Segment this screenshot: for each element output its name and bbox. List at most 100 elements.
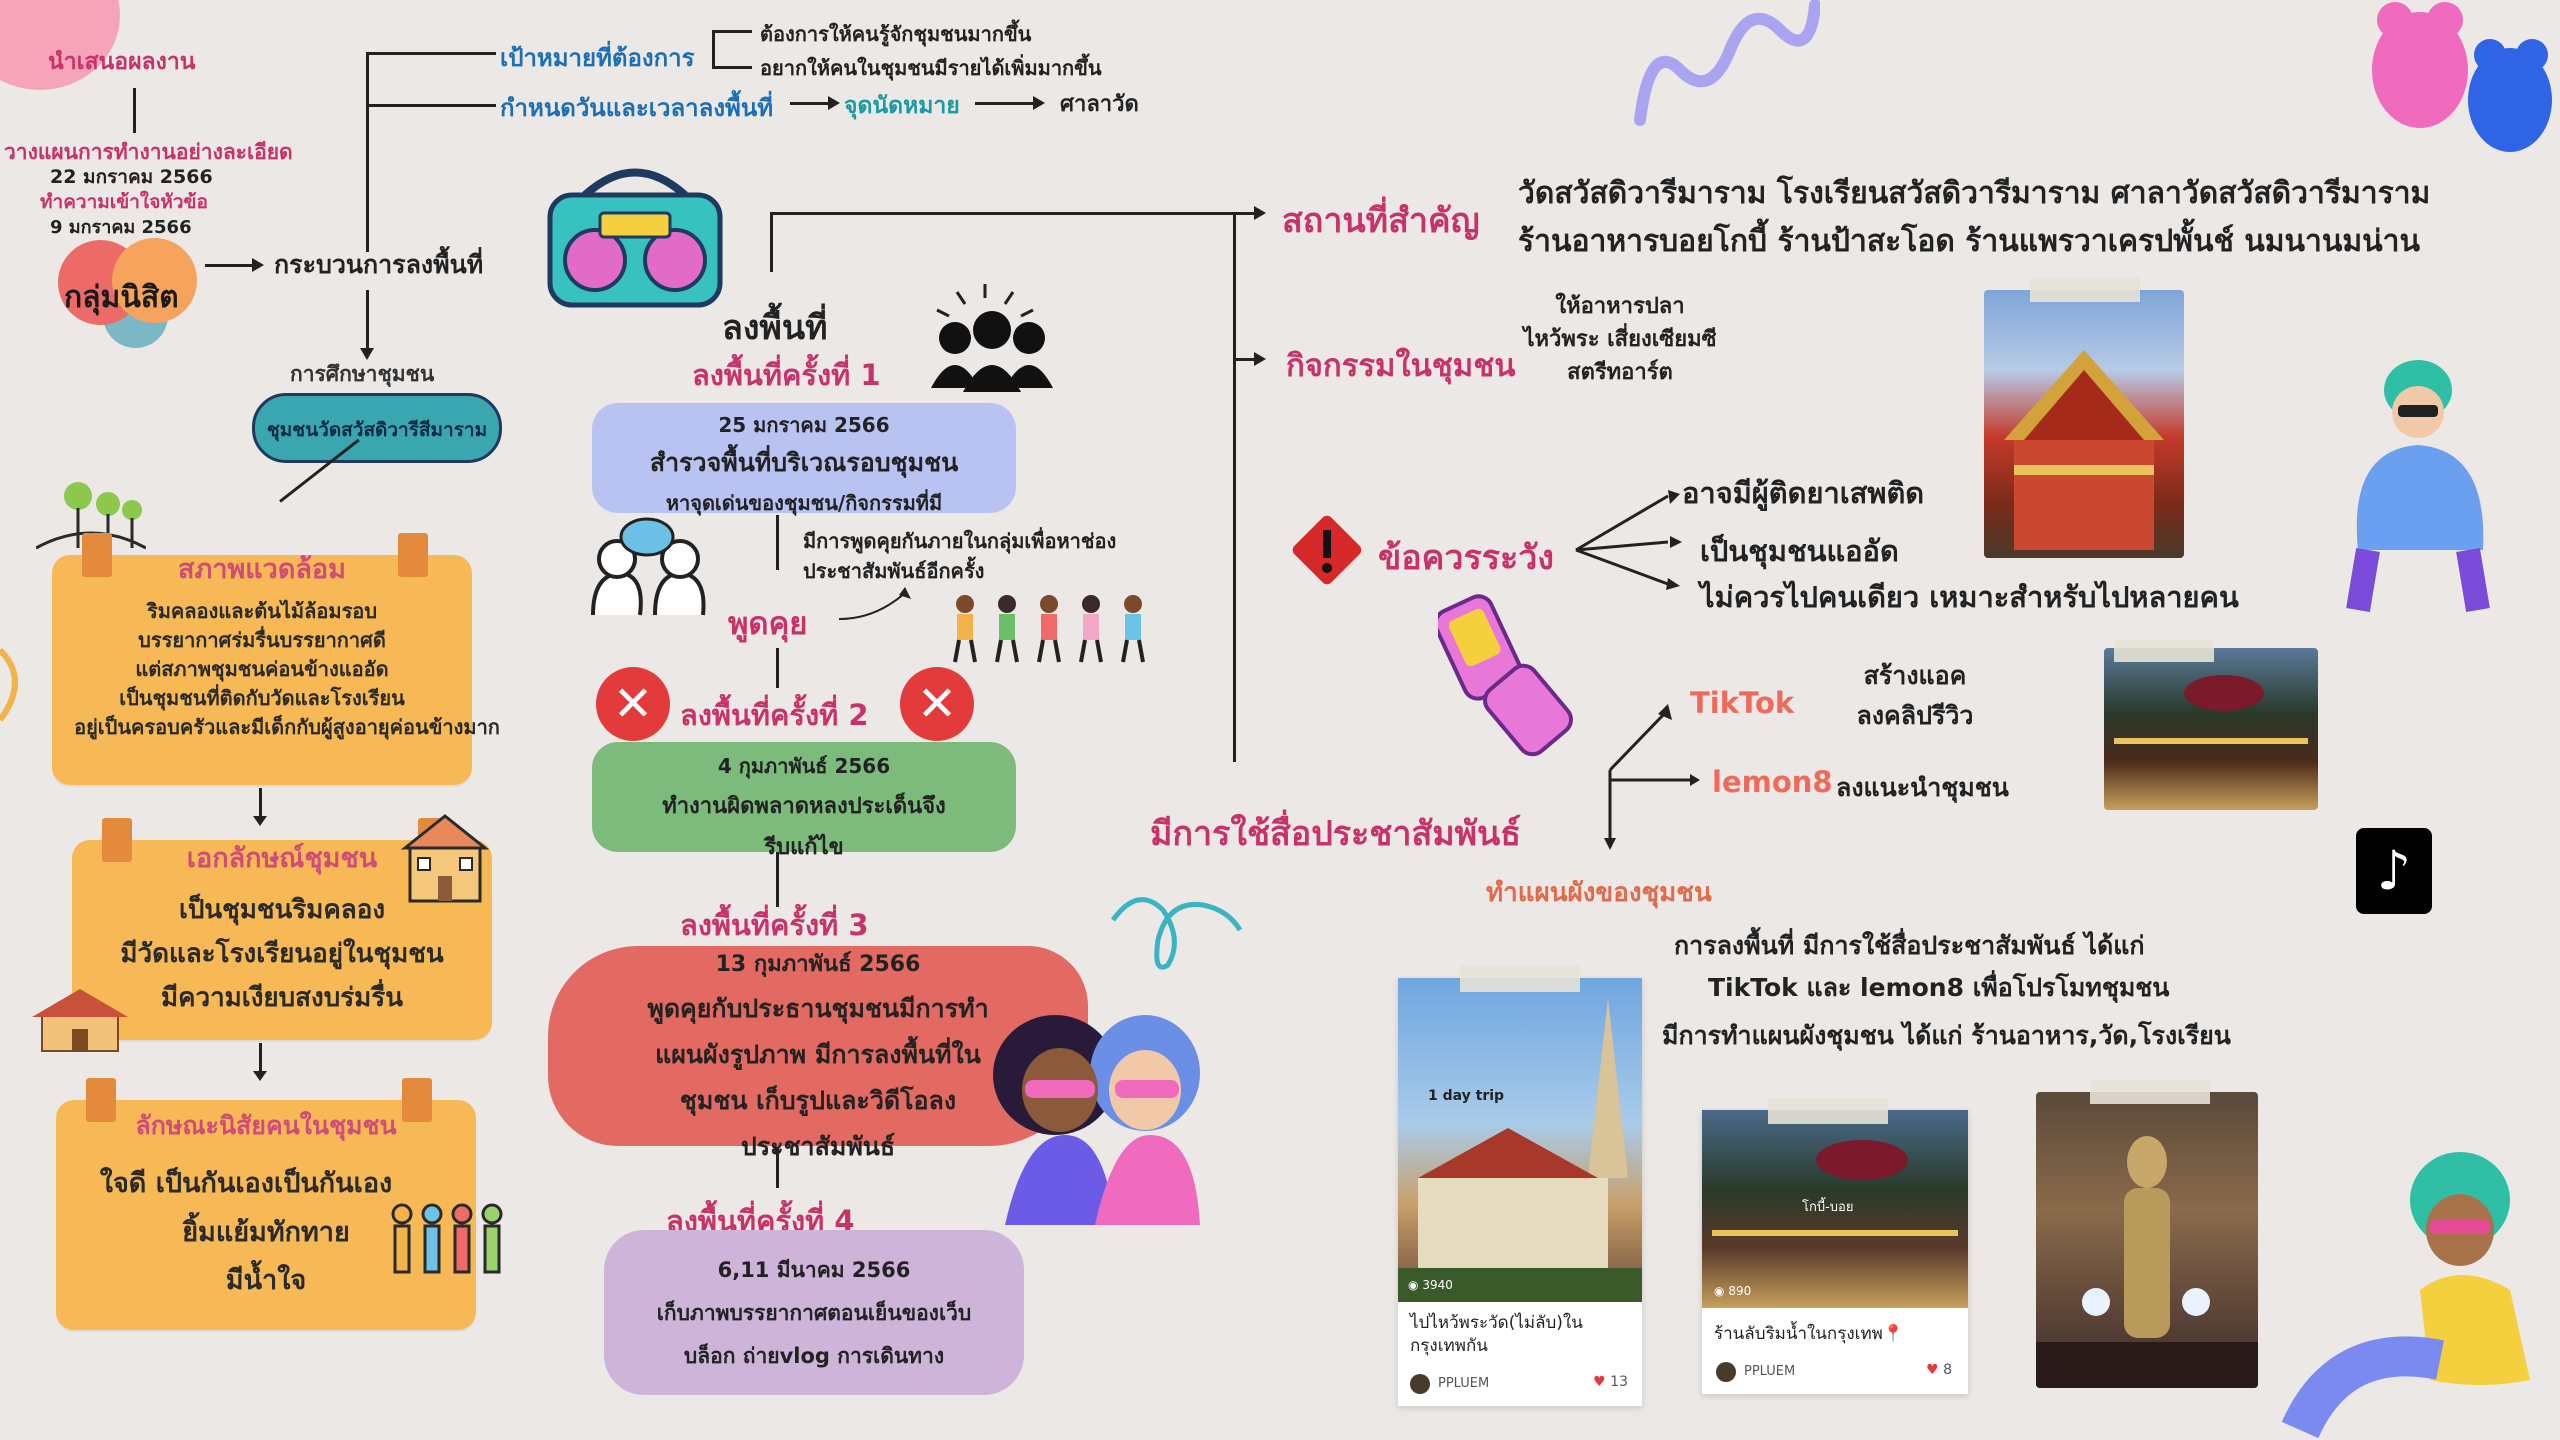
map-label: ทำแผนผังของชุมชน (1486, 878, 1712, 908)
pr-branch-arrows (1604, 704, 1700, 850)
places-line: วัดสวัสดิวารีมาราม โรงเรียนสวัสดิวารีมาร… (1518, 176, 2431, 211)
temple-photo (1984, 290, 2184, 558)
tree-vertical-line (366, 52, 369, 252)
visit1-box: 25 มกราคม 2566 สำรวจพื้นที่บริเวณรอบชุมช… (592, 403, 1016, 515)
lemon-desc: ลงแนะนำชุมชน (1836, 773, 2009, 802)
card-photo: โกบี้-บอย ◉ 890 (1702, 1110, 1968, 1308)
heart-icon: ♥ (1926, 1362, 1939, 1378)
visit3-box: 13 กุมภาพันธ์ 2566 พูดคุยกับประธานชุมชนม… (548, 946, 1088, 1161)
tiktok-desc: สร้างแอค ลงคลิปรีวิว (1850, 656, 1980, 736)
tree-branch-goal (366, 52, 496, 55)
warning-icon (1292, 515, 1362, 585)
visit2-title: ลงพื้นที่ครั้งที่ 2 (680, 698, 869, 732)
tape-decoration (2030, 278, 2140, 302)
chat-icon (591, 517, 706, 616)
arrow-line (975, 102, 1035, 105)
circle-orange-decoration (112, 238, 197, 323)
temple-spire-icon (1398, 998, 1642, 1302)
arrow-line (1233, 358, 1255, 361)
talk-note-line: มีการพูดคุยกันภายในกลุ่มเพื่อหาช่อง (803, 529, 1117, 553)
community-name-badge: ชุมชนวัดสวัสดิวารีสีมาราม (252, 393, 502, 463)
card-overlay-text: 1 day trip (1428, 1088, 1505, 1104)
card-views: ◉ 3940 (1408, 1278, 1453, 1292)
tiktok-desc-line: ลงคลิปรีวิว (1856, 701, 1974, 730)
caution-label: ข้อควรระวัง (1378, 538, 1554, 578)
summary-line: การลงพื้นที่ มีการใช้สื่อประชาสัมพันธ์ ไ… (1674, 931, 2145, 960)
lemon8-post-card[interactable]: โกบี้-บอย ◉ 890 ร้านลับริมน้ำในกรุงเทพ📍 … (1702, 1110, 1968, 1394)
visit2-line: ทำงานผิดพลาดหลงประเด็นจึง (662, 794, 946, 819)
card-user: PPLUEM (1438, 1376, 1490, 1391)
arrow-line (1233, 212, 1255, 215)
environment-body: ริมคลองและต้นไม้ล้อมรอบ บรรยากาศร่มรื่นบ… (52, 597, 500, 742)
card-title-line: กรุงเทพกัน (1410, 1335, 1488, 1356)
temple-icon (32, 989, 128, 1052)
buddha-statue-icon (2036, 1136, 2258, 1388)
eye-icon: ◉ (1408, 1278, 1419, 1292)
activity-item: สตรีทอาร์ต (1567, 360, 1673, 385)
goal-bracket-top (712, 30, 752, 33)
card-likes-value: 8 (1943, 1362, 1952, 1378)
caution-item: อาจมีผู้ติดยาเสพติด (1682, 476, 1925, 510)
tree-down-line (366, 290, 369, 350)
identity-body: เป็นชุมชนริมคลอง มีวัดและโรงเรียนอยู่ในช… (72, 888, 492, 1021)
understand-topic-label: ทำความเข้าใจหัวข้อ (40, 191, 208, 213)
arrow-line (790, 102, 830, 105)
arrow-head (252, 258, 264, 272)
visit4-line: เก็บภาพบรรยากาศตอนเย็นของเว็บ (656, 1301, 972, 1325)
student-group-label: กลุ่มนิสิต (64, 280, 179, 315)
tape-decoration (1460, 966, 1580, 992)
visit2-line: รีบแก้ไข (764, 835, 844, 860)
tape-decoration (86, 1078, 116, 1122)
character-box: ลักษณะนิสัยคนในชุมชน ใจดี เป็นกันเองเป็น… (56, 1078, 476, 1330)
tiktok-label: TikTok (1690, 686, 1795, 720)
caution-item: เป็นชุมชนแออัด (1700, 534, 1899, 568)
summary-line: มีการทำแผนผังชุมชน ได้แก่ ร้านอาหาร,วัด,… (1662, 1021, 2231, 1050)
arrow-head (1254, 352, 1266, 366)
tape-decoration (2114, 640, 2214, 662)
places-line: ร้านอาหารบอยโกบี้ ร้านป้าสะโอด ร้านแพรวา… (1518, 224, 2421, 259)
card-likes-value: 13 (1610, 1374, 1628, 1390)
community-name-text: ชุมชนวัดสวัสดิวารีสีมาราม (266, 419, 488, 441)
identity-line: เป็นชุมชนริมคลอง (178, 895, 386, 925)
curved-arrow (838, 587, 911, 620)
connector-line (776, 648, 779, 688)
card-likes: ♥ 8 (1926, 1362, 1952, 1378)
card-views-value: 3940 (1422, 1278, 1453, 1292)
caution-arrows (1575, 490, 1682, 590)
meeting-place: ศาลาวัด (1060, 92, 1139, 117)
tiktok-icon[interactable]: ♪ (2356, 828, 2432, 914)
eye-icon: ◉ (1714, 1284, 1725, 1298)
flip-phone-icon (1438, 594, 1573, 757)
activities-list: ให้อาหารปลา ไหว้พระ เสี่ยงเซียมซี สตรีทอ… (1520, 290, 1720, 389)
tape-decoration (402, 1078, 432, 1122)
arrow-head (1033, 96, 1045, 110)
connector-line (776, 515, 779, 570)
arrow-head (253, 1071, 267, 1081)
x-mark-icon: ✕ (900, 667, 974, 741)
card-photo: 1 day trip ◉ 3940 (1398, 978, 1642, 1302)
arrow-line (205, 264, 253, 267)
tape-decoration (2090, 1080, 2210, 1104)
people-holding-hands-icon (391, 1203, 503, 1274)
people-icon (931, 284, 1053, 392)
environment-line: เป็นชุมชนที่ติดกับวัดและโรงเรียน (119, 686, 405, 710)
talk-label: พูดคุย (728, 606, 808, 642)
visit1-title: ลงพื้นที่ครั้งที่ 1 (692, 358, 881, 392)
visit3-title: ลงพื้นที่ครั้งที่ 3 (680, 908, 869, 942)
character-illustration (2281, 1152, 2530, 1439)
tape-decoration (398, 533, 428, 577)
tape-decoration (1768, 1098, 1888, 1124)
street-photo (2104, 648, 2318, 810)
pr-label: มีการใช้สื่อประชาสัมพันธ์ (1150, 814, 1522, 854)
character-body: ใจดี เป็นกันเองเป็นกันเอง ยิ้มแย้มทักทาย… (56, 1160, 476, 1306)
talk-note-line: ประชาสัมพันธ์อีกครั้ง (803, 559, 985, 583)
card-user: PPLUEM (1744, 1364, 1796, 1379)
paint-splash-decoration (0, 647, 18, 722)
visit3-line: พูดคุยกับประธานชุมชนมีการทำ (647, 994, 989, 1023)
lemon8-post-card[interactable]: 1 day trip ◉ 3940 ไปไหว้พระวัด(ไม่ลับ)ใน… (1398, 978, 1642, 1406)
character-illustration (2346, 360, 2490, 612)
visit4-date: 6,11 มีนาคม 2566 (717, 1258, 911, 1282)
card-title: ไปไหว้พระวัด(ไม่ลับ)ใน กรุงเทพกัน (1410, 1312, 1583, 1358)
identity-title: เอกลักษณ์ชุมชน (186, 843, 378, 874)
x-mark-icon: ✕ (596, 667, 670, 741)
